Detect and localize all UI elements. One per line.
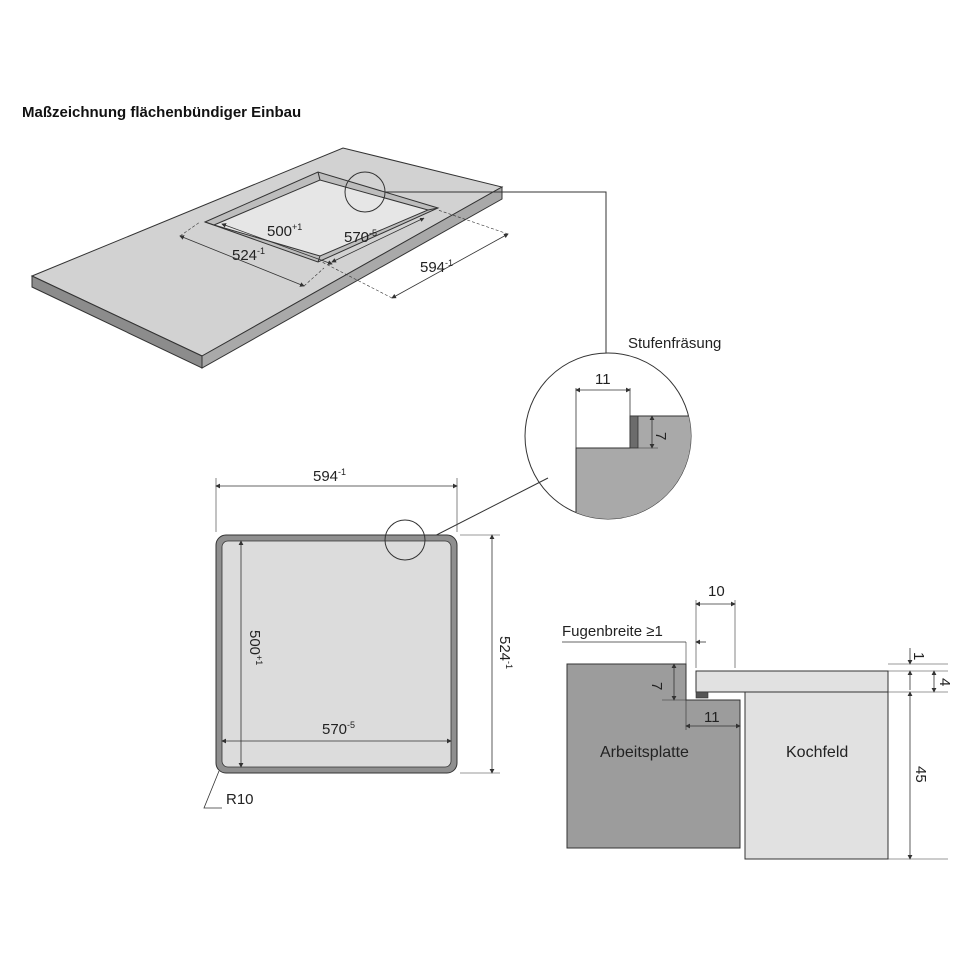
section-dim-7: 7: [648, 682, 665, 690]
detail-dim-7: 7: [652, 432, 669, 440]
detail-label: Stufenfräsung: [628, 335, 721, 352]
plan-dim-top: 594-1: [313, 467, 346, 485]
perspective-dim-500: 500+1: [267, 222, 302, 240]
section-dim-1: 1: [910, 652, 927, 660]
section-dim-45: 45: [912, 766, 929, 783]
section-view: Fugenbreite ≥1 10 7 11 1 4 4: [562, 583, 953, 860]
perspective-dim-524: 524-1: [232, 246, 265, 264]
detail-dim-11: 11: [595, 371, 611, 388]
detail-stufenfraesung: Stufenfräsung 11 7: [410, 335, 721, 549]
section-dim-10: 10: [708, 583, 725, 600]
perspective-dim-570: 570-5: [344, 228, 377, 246]
plan-focus-circle: [384, 519, 426, 561]
plan-view: 594-1 524-1 500+1 570-5 R10: [203, 467, 514, 809]
plan-dim-inner-height: 500+1: [246, 630, 264, 665]
plan-radius-label: R10: [226, 791, 254, 808]
section-dim-11: 11: [704, 709, 720, 726]
hob-label: Kochfeld: [786, 744, 848, 761]
section-dim-4: 4: [936, 678, 953, 686]
page-title: Maßzeichnung flächenbündiger Einbau: [22, 104, 302, 121]
perspective-dim-594: 594-1: [420, 258, 453, 276]
hob-body: [744, 691, 889, 860]
worktop-label: Arbeitsplatte: [600, 744, 689, 761]
perspective-worktop: 500+1 570-5 524-1 594-1: [30, 147, 607, 369]
plan-dim-inner-width: 570-5: [322, 720, 355, 738]
plan-dim-right: 524-1: [496, 636, 514, 669]
section-gap-label: Fugenbreite ≥1: [562, 623, 663, 640]
hob-glass: [695, 670, 889, 693]
